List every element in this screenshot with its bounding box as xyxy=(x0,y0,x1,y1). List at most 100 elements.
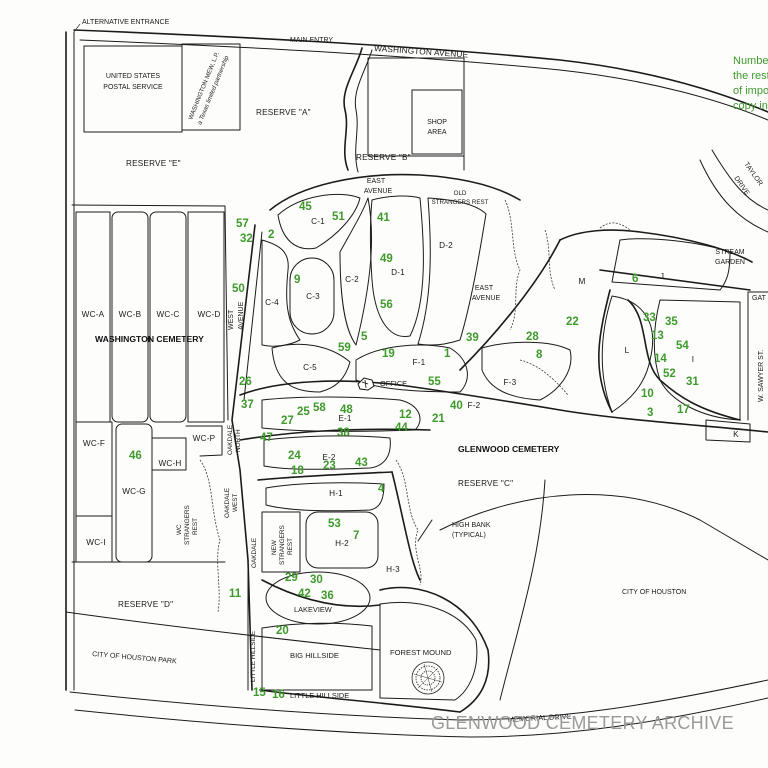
taylor-drive-edge xyxy=(711,149,768,211)
reference-number[interactable]: 19 xyxy=(382,348,395,360)
h-east-road xyxy=(391,471,421,581)
reference-number[interactable]: 46 xyxy=(129,450,142,462)
washington-avenue-south xyxy=(79,39,768,121)
reference-number[interactable]: 11 xyxy=(229,588,242,600)
reference-number[interactable]: 41 xyxy=(377,212,390,224)
reference-number[interactable]: 7 xyxy=(353,530,359,542)
reference-number[interactable]: 52 xyxy=(663,368,676,380)
reference-number[interactable]: 32 xyxy=(240,233,253,245)
reference-number[interactable]: 44 xyxy=(395,422,408,434)
reference-number[interactable]: 23 xyxy=(323,460,336,472)
reference-number[interactable]: 4 xyxy=(378,483,385,495)
reference-number[interactable]: 26 xyxy=(239,376,252,388)
reference-number[interactable]: 33 xyxy=(643,312,656,324)
reference-number[interactable]: 39 xyxy=(466,332,479,344)
watermark: GLENWOOD CEMETERY ARCHIVE xyxy=(431,713,734,733)
reference-number[interactable]: 6 xyxy=(632,273,638,285)
reference-number[interactable]: 55 xyxy=(428,376,441,388)
city-of-houston-west-edge xyxy=(499,479,546,701)
reference-number[interactable]: 22 xyxy=(566,316,579,328)
section-f1-outline xyxy=(355,344,468,393)
reference-number[interactable]: 10 xyxy=(641,388,654,400)
reference-number[interactable]: 20 xyxy=(276,625,289,637)
reference-number[interactable]: 49 xyxy=(380,253,393,265)
usps-label-1: UNITED STATES xyxy=(106,73,161,80)
reference-number[interactable]: 56 xyxy=(380,299,393,311)
washington-cemetery-label: WASHINGTON CEMETERY xyxy=(95,334,204,344)
reference-number[interactable]: 3 xyxy=(647,407,653,419)
reference-number[interactable]: 50 xyxy=(232,283,245,295)
reserve-d-label: RESERVE "D" xyxy=(118,600,173,609)
city-of-houston-label: CITY OF HOUSTON xyxy=(622,589,686,596)
reference-number[interactable]: 1 xyxy=(444,348,451,360)
section-e2-label: E-2 xyxy=(322,453,336,462)
main-entry-road xyxy=(343,47,363,171)
reference-number[interactable]: 12 xyxy=(399,409,412,421)
old-strangers-rest-2: STRANGERS REST xyxy=(432,199,489,206)
east-avenue-road xyxy=(269,173,521,211)
reference-number[interactable]: 47 xyxy=(260,432,273,444)
reference-number[interactable]: 29 xyxy=(285,572,298,584)
reference-number[interactable]: 59 xyxy=(338,342,351,354)
reference-number[interactable]: 40 xyxy=(450,400,463,412)
reference-number[interactable]: 36 xyxy=(321,590,334,602)
new-strangers-rest-outline xyxy=(261,511,301,573)
reference-number[interactable]: 51 xyxy=(332,211,345,223)
reserve-c-label: RESERVE "C" xyxy=(458,479,513,488)
reserve-b-label: RESERVE "B" xyxy=(356,153,411,162)
reference-number[interactable]: 24 xyxy=(288,450,301,462)
reference-number[interactable]: 17 xyxy=(677,404,690,416)
section-c1-label: C-1 xyxy=(311,217,325,226)
section-wcp-label: WC-P xyxy=(193,434,216,443)
reference-number[interactable]: 53 xyxy=(328,518,341,530)
reference-number[interactable]: 15 xyxy=(253,687,266,699)
reference-number[interactable]: 57 xyxy=(236,218,249,230)
section-c3-outline xyxy=(289,257,335,335)
west-avenue-2: AVENUE xyxy=(238,301,245,330)
boundary-lines xyxy=(65,29,768,738)
reference-number[interactable]: 38 xyxy=(337,427,350,439)
reference-number[interactable]: 28 xyxy=(526,331,539,343)
stream-bank-east xyxy=(504,199,521,331)
section-c4-outline xyxy=(261,239,301,347)
section-h2-label: H-2 xyxy=(335,539,349,548)
reference-number[interactable]: 5 xyxy=(361,331,368,343)
reference-number[interactable]: 25 xyxy=(297,406,310,418)
reference-number[interactable]: 58 xyxy=(313,402,326,414)
section-wcc-outline xyxy=(149,211,187,423)
reference-number[interactable]: 2 xyxy=(268,229,274,241)
reference-number[interactable]: 37 xyxy=(241,399,254,411)
reference-numbers: 57 32 2 45 51 41 9 50 49 56 39 28 22 8 6… xyxy=(129,201,699,701)
reference-number[interactable]: 27 xyxy=(281,415,294,427)
memorial-drive-north xyxy=(69,679,768,721)
reference-number[interactable]: 21 xyxy=(432,413,445,425)
section-f3-outline xyxy=(481,341,572,401)
reference-number[interactable]: 14 xyxy=(654,353,667,365)
reference-number[interactable]: 8 xyxy=(536,349,543,361)
reference-number[interactable]: 30 xyxy=(310,574,323,586)
forest-mound-road xyxy=(379,586,490,713)
reference-number[interactable]: 16 xyxy=(272,689,285,701)
reference-number[interactable]: 48 xyxy=(340,404,353,416)
f3-bank xyxy=(519,359,569,396)
section-wcf-label: WC-F xyxy=(83,439,105,448)
lakeview-outline xyxy=(265,571,371,625)
reference-number[interactable]: 45 xyxy=(299,201,312,213)
east-avenue-mid-2: AVENUE xyxy=(472,295,501,302)
reference-number[interactable]: 18 xyxy=(291,465,304,477)
section-wch-outline xyxy=(151,437,187,471)
reference-number[interactable]: 9 xyxy=(294,274,300,286)
reference-number[interactable]: 54 xyxy=(676,340,689,352)
reference-number[interactable]: 35 xyxy=(665,316,678,328)
w-sawyer-label: W. SAWYER ST. xyxy=(758,350,765,402)
old-strangers-rest-1: OLD xyxy=(454,190,467,197)
reference-number[interactable]: 13 xyxy=(651,330,664,342)
west-avenue-1: WEST xyxy=(228,309,235,330)
reference-number[interactable]: 31 xyxy=(686,376,699,388)
section-h1-label: H-1 xyxy=(329,489,343,498)
city-of-houston-edge xyxy=(439,494,768,561)
section-i-label: I xyxy=(692,355,694,364)
reference-number[interactable]: 42 xyxy=(298,588,311,600)
east-avenue-top-1: EAST xyxy=(367,178,386,185)
reference-number[interactable]: 43 xyxy=(355,457,368,469)
